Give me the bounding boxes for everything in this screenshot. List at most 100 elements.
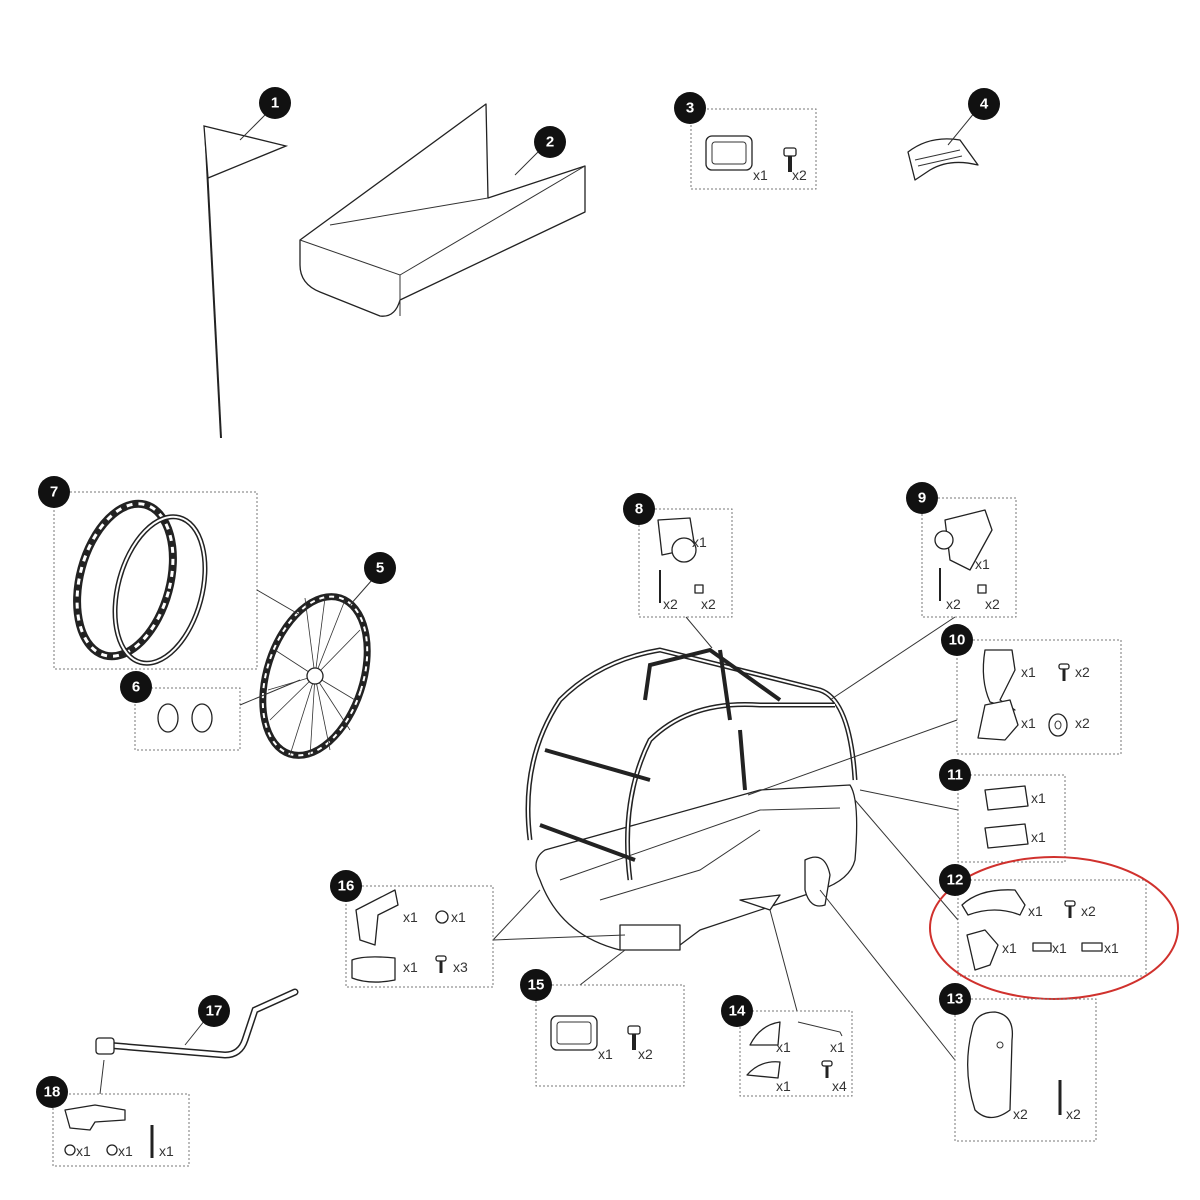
screw [435,955,447,973]
side-guard [967,1011,1014,1119]
callout-18: 18 [36,1076,68,1108]
part-10-box [956,639,1122,755]
foot-piece [749,1021,781,1046]
hinge-bracket [657,517,704,603]
callout-15: 15 [520,969,552,1001]
svg-text:6: 6 [132,679,140,696]
qty-label: x1 [753,167,768,183]
qty-label: x1 [830,1039,845,1055]
qty-label: x2 [638,1046,653,1062]
callout-11: 11 [939,759,971,791]
part-9-box [921,497,1017,618]
svg-text:16: 16 [338,878,355,895]
qty-label: x1 [76,1143,91,1159]
qty-label: x1 [1031,790,1046,806]
cover-piece [982,649,1016,711]
callout-1: 1 [239,87,291,141]
trailer-frame [525,647,858,951]
qty-label: x1 [451,909,466,925]
qty-label: x1 [1052,940,1067,956]
qty-label: x2 [946,596,961,612]
svg-text:5: 5 [376,560,384,577]
svg-text:17: 17 [206,1003,223,1020]
qty-label: x1 [776,1078,791,1094]
clip [1032,942,1052,952]
qty-label: x1 [1002,940,1017,956]
qty-label: x1 [403,909,418,925]
qty-label: x2 [1075,715,1090,731]
clip [1081,942,1103,952]
wheel [259,593,371,759]
svg-text:12: 12 [947,872,964,889]
screw [627,1025,641,1050]
bracket-cover [966,929,999,971]
clip [984,823,1029,849]
cover-piece [977,699,1019,741]
corner-cover [355,889,399,946]
svg-text:13: 13 [947,991,964,1008]
svg-text:1: 1 [271,95,279,112]
part-3-box [690,108,817,190]
tow-arm [95,988,299,1059]
reflector [550,1015,598,1051]
qty-label: x3 [453,959,468,975]
washer [435,910,449,924]
part-12-box [957,879,1147,977]
inner-tube [112,514,208,666]
hinge-bracket-alt [934,509,993,601]
qty-label: x2 [1066,1106,1081,1122]
callout-7: 7 [38,476,70,508]
part-18-box [52,1093,190,1167]
callout-9: 9 [906,482,938,514]
qty-label: x1 [776,1039,791,1055]
qty-label: x2 [663,596,678,612]
callout-14: 14 [721,995,753,1027]
svg-text:10: 10 [949,632,966,649]
qty-label: x1 [1021,664,1036,680]
clip [984,785,1029,811]
qty-label: x2 [792,167,807,183]
tire [73,499,177,661]
qty-label: x1 [1021,715,1036,731]
svg-text:8: 8 [635,501,643,518]
highlight-ellipse [929,856,1179,1000]
clip-part [907,138,979,181]
part-11-box [957,774,1066,863]
corner-cover [351,956,396,983]
qty-label: x1 [1031,829,1046,845]
part-6-box [134,687,241,751]
hub-caps [157,703,213,733]
part-15-box [535,984,685,1087]
foot-piece [746,1061,781,1079]
callout-6: 6 [120,671,152,703]
qty-label: x2 [985,596,1000,612]
svg-text:3: 3 [686,100,694,117]
qty-label: x2 [1075,664,1090,680]
qty-label: x2 [1013,1106,1028,1122]
qty-label: x1 [1104,940,1119,956]
svg-text:14: 14 [729,1003,746,1020]
callout-16: 16 [330,870,362,902]
callout-5: 5 [349,552,396,606]
screw [1058,663,1070,681]
part-16-box [345,885,494,988]
part-8-box [638,508,733,618]
svg-text:7: 7 [50,484,58,501]
callout-8: 8 [623,493,655,525]
svg-text:15: 15 [528,977,545,994]
qty-label: x1 [118,1143,133,1159]
callout-12: 12 [939,864,971,896]
svg-text:4: 4 [980,96,989,113]
bracket-cover [961,889,1026,916]
svg-text:2: 2 [546,134,554,151]
callout-13: 13 [939,983,971,1015]
reflector [705,135,753,171]
callout-3: 3 [674,92,706,124]
svg-text:18: 18 [44,1084,61,1101]
part-7-box [53,491,258,670]
callout-2: 2 [514,126,566,176]
floor-tray [299,103,586,317]
qty-label: x1 [598,1046,613,1062]
qty-label: x1 [692,534,707,550]
